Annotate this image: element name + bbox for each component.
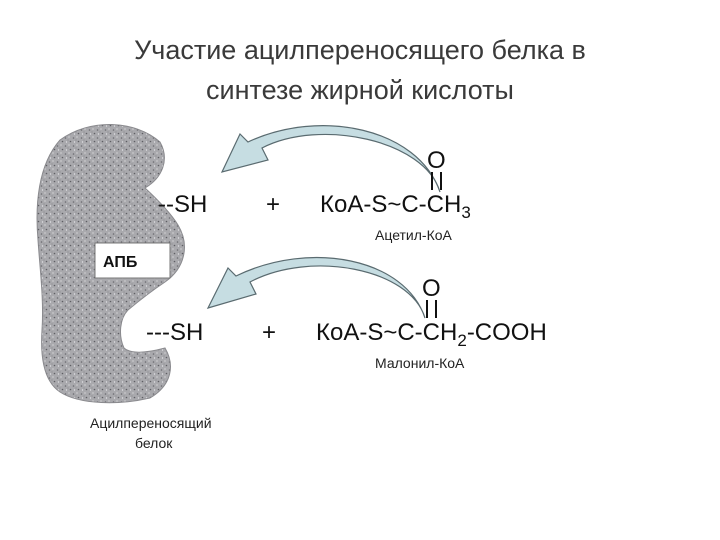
formula-2-subscript: 2 bbox=[457, 331, 466, 350]
formula-1-subscript: 3 bbox=[461, 203, 470, 222]
formula-1: КоА-S~C-CH3 bbox=[320, 191, 471, 222]
oxygen-1: O bbox=[427, 147, 446, 174]
formula-2: КоА-S~C-CH2-COOH bbox=[316, 319, 547, 350]
plus-sign-2: + bbox=[262, 319, 276, 346]
formula-2-main: КоА-S~C-CH bbox=[316, 319, 457, 346]
protein-caption-line1: Ацилпереносящий bbox=[90, 415, 212, 431]
title-line-1: Участие ацилпереносящего белка в bbox=[134, 35, 586, 65]
sh-group-1: --SH bbox=[158, 191, 207, 218]
oxygen-2: O bbox=[422, 275, 441, 302]
curved-arrow-1 bbox=[220, 125, 441, 193]
title-line-2: синтезе жирной кислоты bbox=[206, 75, 514, 105]
apb-label: АПБ bbox=[103, 254, 137, 271]
protein-caption-line2: белок bbox=[135, 435, 173, 451]
acetyl-coa-label: Ацетил-КоА bbox=[375, 227, 453, 243]
apb-box bbox=[94, 242, 171, 279]
curved-arrow-2 bbox=[206, 257, 426, 319]
sh-group-2: ---SH bbox=[146, 319, 203, 346]
plus-sign-1: + bbox=[266, 191, 280, 218]
malonyl-coa-label: Малонил-КоА bbox=[375, 355, 465, 371]
formula-2-tail: -COOH bbox=[467, 319, 547, 346]
formula-1-main: КоА-S~C-CH bbox=[320, 191, 461, 218]
